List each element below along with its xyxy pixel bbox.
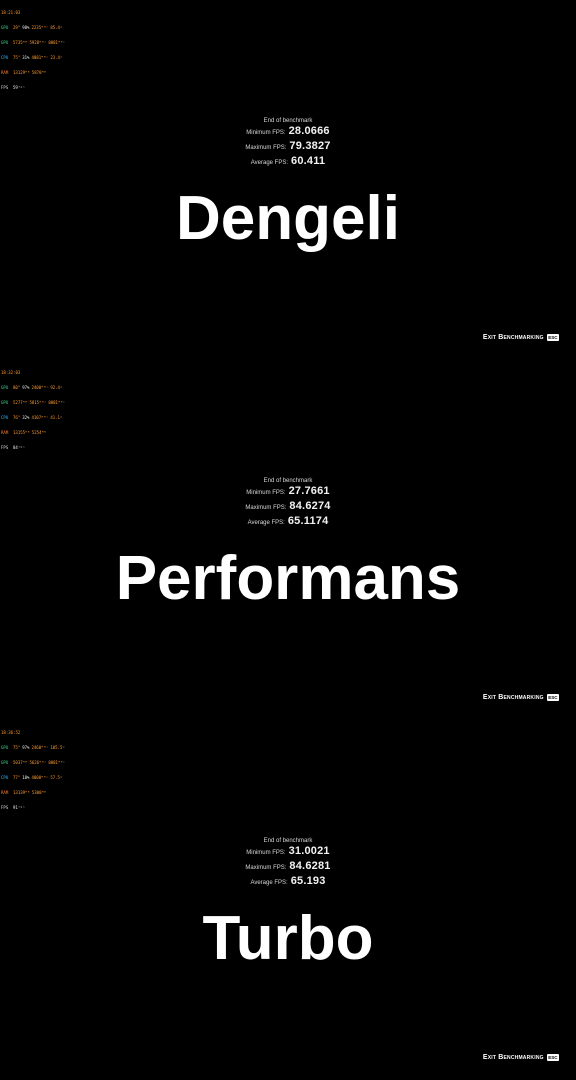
min-fps-label: Minimum FPS: xyxy=(246,850,286,856)
min-fps-value: 28.0666 xyxy=(288,125,330,137)
end-of-benchmark-label: End of benchmark xyxy=(263,478,313,484)
end-of-benchmark-label: End of benchmark xyxy=(263,118,313,124)
avg-fps-value: 60.411 xyxy=(291,155,326,167)
mode-title: Performans xyxy=(115,544,461,613)
benchmark-results: End of benchmark Minimum FPS:27.7661 Max… xyxy=(0,477,576,530)
exit-benchmarking-label: Exit Benchmarking xyxy=(482,1054,544,1061)
exit-benchmarking-label: Exit Benchmarking xyxy=(482,334,544,341)
benchmark-results: End of benchmark Minimum FPS:31.0021 Max… xyxy=(0,837,576,890)
max-fps-value: 84.6281 xyxy=(289,860,331,872)
avg-fps-line: Average FPS:65.193 xyxy=(0,875,576,890)
max-fps-line: Maximum FPS:84.6274 xyxy=(0,500,576,515)
max-fps-label: Maximum FPS: xyxy=(245,505,287,511)
min-fps-label: Minimum FPS: xyxy=(246,490,286,496)
max-fps-label: Maximum FPS: xyxy=(245,865,287,871)
esc-key-icon: ESC xyxy=(546,334,559,341)
osd-time: 18:36:52 xyxy=(1,730,21,735)
esc-key-icon: ESC xyxy=(546,694,559,701)
esc-key-icon: ESC xyxy=(546,1054,559,1061)
max-fps-line: Maximum FPS:84.6281 xyxy=(0,860,576,875)
min-fps-line: Minimum FPS:31.0021 xyxy=(0,845,576,860)
benchmark-results: End of benchmark Minimum FPS:28.0666 Max… xyxy=(0,117,576,170)
osd-time: 18:21:03 xyxy=(1,10,21,15)
max-fps-line: Maximum FPS:79.3827 xyxy=(0,140,576,155)
mode-title: Turbo xyxy=(202,904,374,973)
avg-fps-label: Average FPS: xyxy=(247,520,285,526)
avg-fps-value: 65.1174 xyxy=(287,515,329,527)
end-of-benchmark-label: End of benchmark xyxy=(263,838,313,844)
min-fps-line: Minimum FPS:27.7661 xyxy=(0,485,576,500)
min-fps-value: 27.7661 xyxy=(288,485,330,497)
avg-fps-line: Average FPS:60.411 xyxy=(0,155,576,170)
avg-fps-label: Average FPS: xyxy=(250,160,288,166)
exit-benchmarking-button[interactable]: Exit Benchmarking ESC xyxy=(483,334,559,341)
avg-fps-line: Average FPS:65.1174 xyxy=(0,515,576,530)
mode-title: Dengeli xyxy=(176,184,400,253)
osd-time: 18:32:03 xyxy=(1,370,21,375)
min-fps-line: Minimum FPS:28.0666 xyxy=(0,125,576,140)
max-fps-value: 79.3827 xyxy=(289,140,331,152)
max-fps-value: 84.6274 xyxy=(289,500,331,512)
exit-benchmarking-button[interactable]: Exit Benchmarking ESC xyxy=(483,1054,559,1061)
exit-benchmarking-label: Exit Benchmarking xyxy=(482,694,544,701)
avg-fps-label: Average FPS: xyxy=(250,880,288,886)
avg-fps-value: 65.193 xyxy=(290,875,326,887)
min-fps-value: 31.0021 xyxy=(288,845,330,857)
max-fps-label: Maximum FPS: xyxy=(245,145,287,151)
exit-benchmarking-button[interactable]: Exit Benchmarking ESC xyxy=(483,694,559,701)
min-fps-label: Minimum FPS: xyxy=(246,130,286,136)
